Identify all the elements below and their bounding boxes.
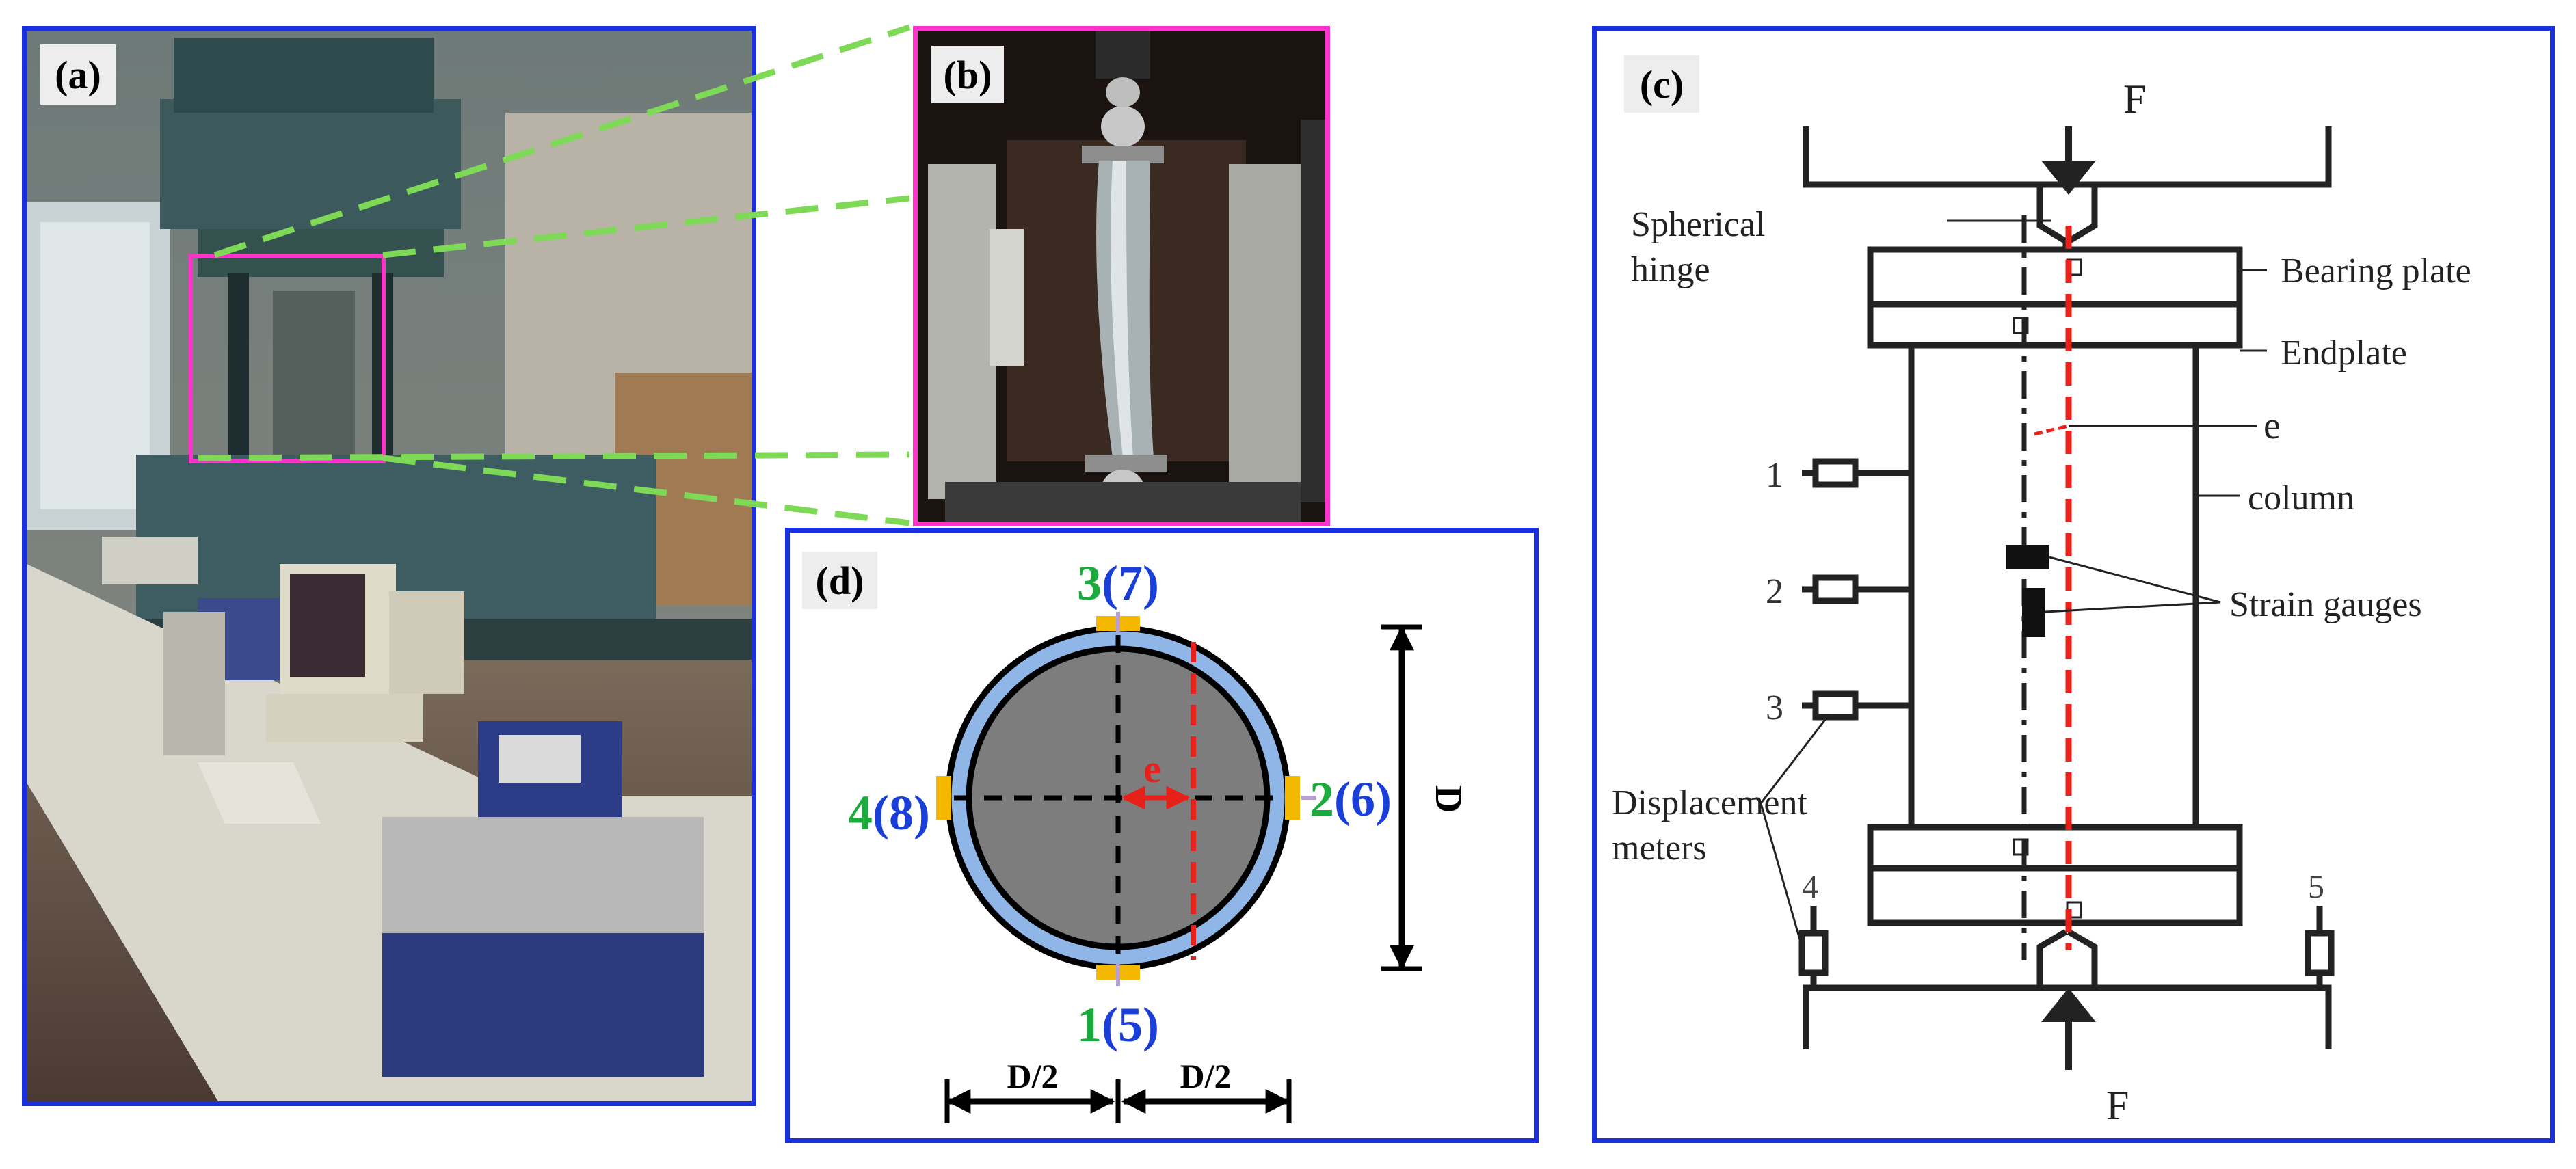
- half-diameter-left: D/2: [1007, 1057, 1059, 1095]
- gauge-label-bottom: 1(5): [1077, 997, 1159, 1052]
- panel-d: e D 3(7) 2(6) 4(8) 1(5) D/2 D/2 (d): [785, 528, 1539, 1143]
- force-top-label: F: [2123, 77, 2146, 122]
- displacement-meters-label-1: Displacement: [1612, 783, 1807, 822]
- eccentricity-label: e: [2263, 405, 2281, 447]
- strain-gauge-right: [1285, 776, 1300, 820]
- panel-a-label: (a): [40, 44, 116, 105]
- panel-d-label: (d): [802, 552, 877, 609]
- strain-gauge-left: [936, 776, 951, 820]
- testing-machine-photo: [27, 31, 752, 1101]
- diameter-label: D: [1427, 785, 1470, 813]
- bearing-plate-label: Bearing plate: [2281, 252, 2471, 291]
- panel-a-photo: (a): [22, 26, 756, 1106]
- specimen-closeup-photo: [918, 31, 1325, 522]
- strain-gauge-1: [2006, 545, 2049, 569]
- strain-gauges-label: Strain gauges: [2229, 585, 2422, 624]
- cross-section-diagram: e D 3(7) 2(6) 4(8) 1(5) D/2 D/2: [848, 556, 1470, 1123]
- eccentricity-label: e: [1143, 747, 1161, 791]
- panel-c-label: (c): [1624, 55, 1699, 113]
- column-label: column: [2248, 479, 2354, 518]
- panel-c: F F Spherical hinge Bearing plate Endpla…: [1592, 26, 2555, 1143]
- half-diameter-right: D/2: [1180, 1057, 1232, 1095]
- spherical-hinge-label-2: hinge: [1631, 250, 1710, 289]
- gauge-label-left: 4(8): [848, 785, 930, 840]
- spherical-hinge-label-1: Spherical: [1631, 205, 1765, 244]
- displacement-meters-label-2: meters: [1612, 829, 1707, 868]
- panel-b-photo: (b): [913, 26, 1330, 526]
- gauge-label-top: 3(7): [1077, 556, 1159, 610]
- meter-5-label: 5: [2308, 869, 2324, 905]
- test-setup-schematic: F F Spherical hinge Bearing plate Endpla…: [1612, 77, 2471, 1128]
- force-bottom-label: F: [2106, 1083, 2129, 1128]
- panel-b-label: (b): [931, 46, 1004, 103]
- meter-2-label: 2: [1766, 572, 1783, 611]
- meter-3-label: 3: [1766, 688, 1783, 727]
- strain-gauge-2: [2022, 588, 2045, 637]
- meter-4-label: 4: [1802, 869, 1818, 905]
- meter-1-label: 1: [1766, 456, 1783, 495]
- endplate-label: Endplate: [2281, 334, 2407, 373]
- gauge-label-right: 2(6): [1310, 772, 1392, 827]
